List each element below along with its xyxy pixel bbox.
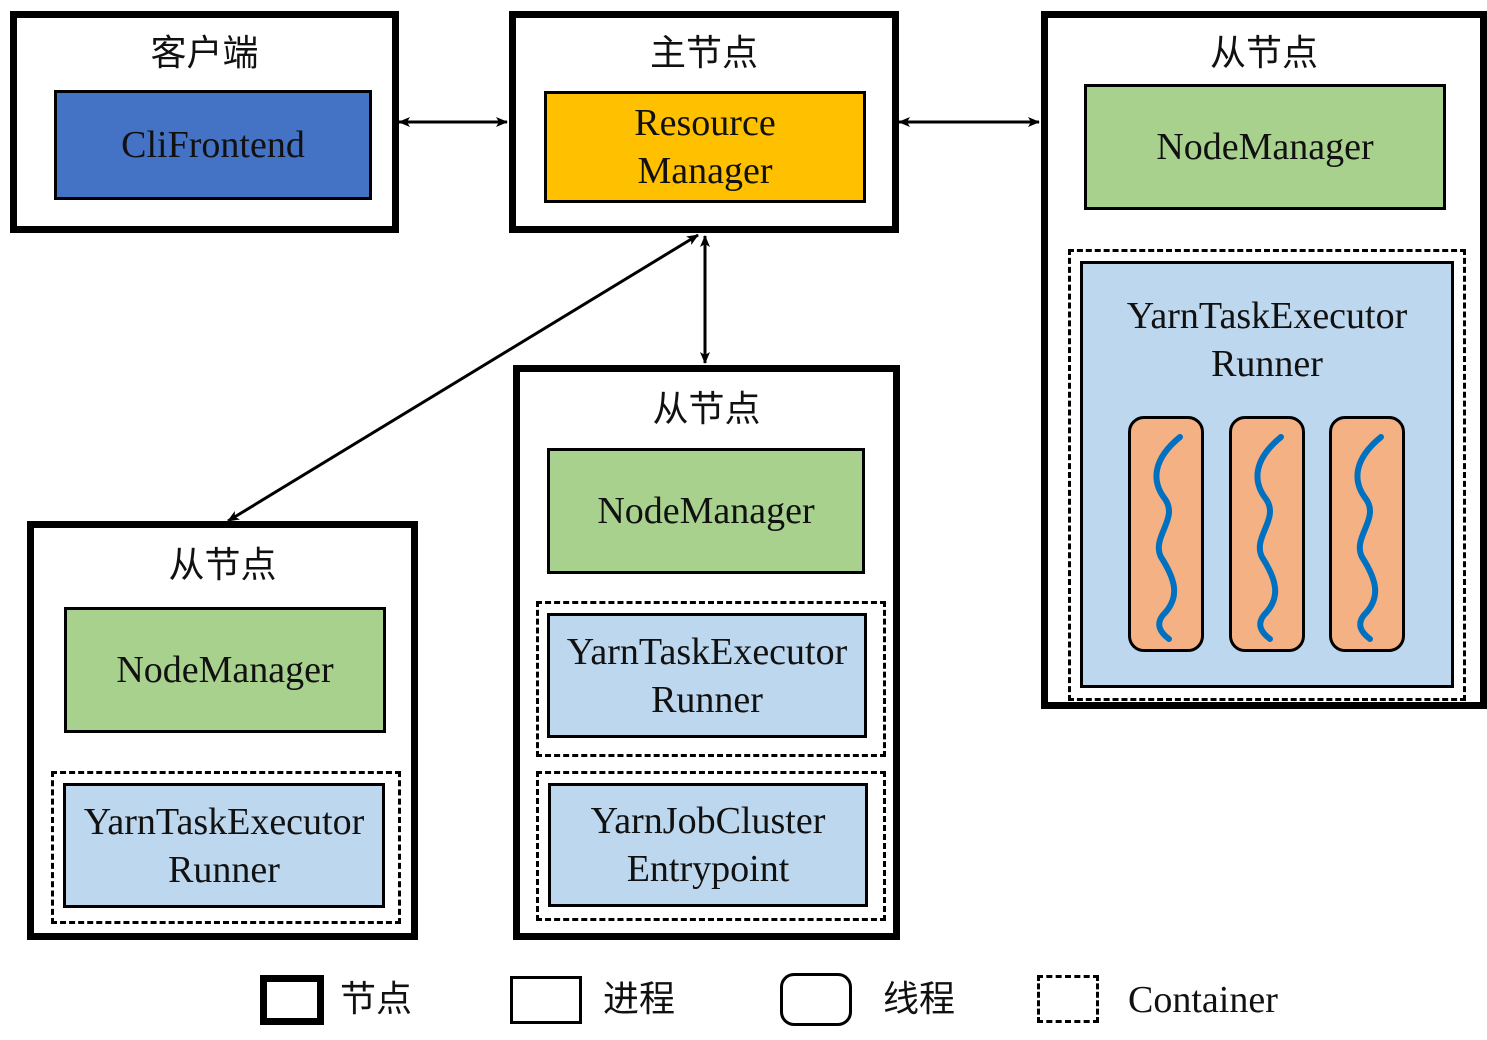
- legend-thread-swatch: [780, 973, 852, 1026]
- cli-frontend-label: CliFrontend: [121, 124, 305, 166]
- runner-left-label-line2: Runner: [168, 848, 280, 891]
- master-node-title: 主节点: [649, 33, 758, 74]
- client-node-title: 客户端: [150, 33, 259, 74]
- legend-node-swatch: [260, 975, 324, 1025]
- node-manager-middle-label: NodeManager: [597, 490, 815, 532]
- container-middle-runner: YarnTaskExecutor Runner: [536, 601, 886, 757]
- node-manager-left: NodeManager: [64, 607, 386, 733]
- worker-node-middle: 从节点 NodeManager YarnTaskExecutor Runner …: [513, 365, 900, 940]
- thread-1: [1128, 416, 1204, 652]
- container-middle-entrypoint: YarnJobCluster Entrypoint: [536, 771, 886, 921]
- legend-process-swatch: [510, 976, 582, 1024]
- worker-node-right: 从节点 NodeManager YarnTaskExecutor Runner: [1041, 11, 1487, 709]
- node-manager-right: NodeManager: [1084, 84, 1446, 210]
- legend-process-label: 进程: [603, 979, 676, 1020]
- thread-wave-icon: [1354, 434, 1384, 642]
- task-executor-runner-left: YarnTaskExecutor Runner: [63, 783, 385, 908]
- runner-right-label-line1: YarnTaskExecutor: [1126, 295, 1408, 337]
- worker-node-left: 从节点 NodeManager YarnTaskExecutor Runner: [27, 521, 418, 940]
- runner-right-label-line2: Runner: [1211, 343, 1323, 385]
- container-right: YarnTaskExecutor Runner: [1068, 249, 1466, 701]
- container-left: YarnTaskExecutor Runner: [51, 771, 401, 924]
- worker-middle-title: 从节点: [652, 389, 761, 430]
- legend-container-label: Container: [1128, 979, 1278, 1021]
- task-executor-runner-middle: YarnTaskExecutor Runner: [547, 613, 867, 738]
- worker-left-title: 从节点: [168, 545, 277, 586]
- cli-frontend-process: CliFrontend: [54, 90, 372, 200]
- thread-wave-icon: [1153, 434, 1183, 642]
- node-manager-right-label: NodeManager: [1156, 126, 1374, 168]
- arrow-master-left-worker: [227, 233, 699, 523]
- legend-thread-label: 线程: [883, 979, 956, 1020]
- thread-3: [1329, 416, 1405, 652]
- runner-left-label-line1: YarnTaskExecutor: [83, 800, 365, 843]
- resource-manager-process: Resource Manager: [544, 91, 866, 203]
- runner-middle-label-line2: Runner: [651, 678, 763, 721]
- client-node: 客户端 CliFrontend: [10, 11, 399, 233]
- resource-manager-label-line2: Manager: [637, 150, 773, 192]
- legend-container-swatch: [1037, 975, 1099, 1023]
- entrypoint-label-line1: YarnJobCluster: [590, 800, 826, 842]
- runner-middle-label-line1: YarnTaskExecutor: [566, 630, 848, 673]
- entrypoint-label-line2: Entrypoint: [626, 848, 790, 890]
- resource-manager-label-line1: Resource: [634, 102, 776, 144]
- thread-2: [1229, 416, 1305, 652]
- thread-wave-icon: [1254, 434, 1284, 642]
- node-manager-left-label: NodeManager: [116, 649, 334, 691]
- master-node: 主节点 Resource Manager: [509, 11, 899, 233]
- legend-node-label: 节点: [340, 979, 413, 1020]
- job-cluster-entrypoint: YarnJobCluster Entrypoint: [548, 783, 868, 907]
- worker-right-title: 从节点: [1209, 33, 1318, 74]
- node-manager-middle: NodeManager: [547, 448, 865, 574]
